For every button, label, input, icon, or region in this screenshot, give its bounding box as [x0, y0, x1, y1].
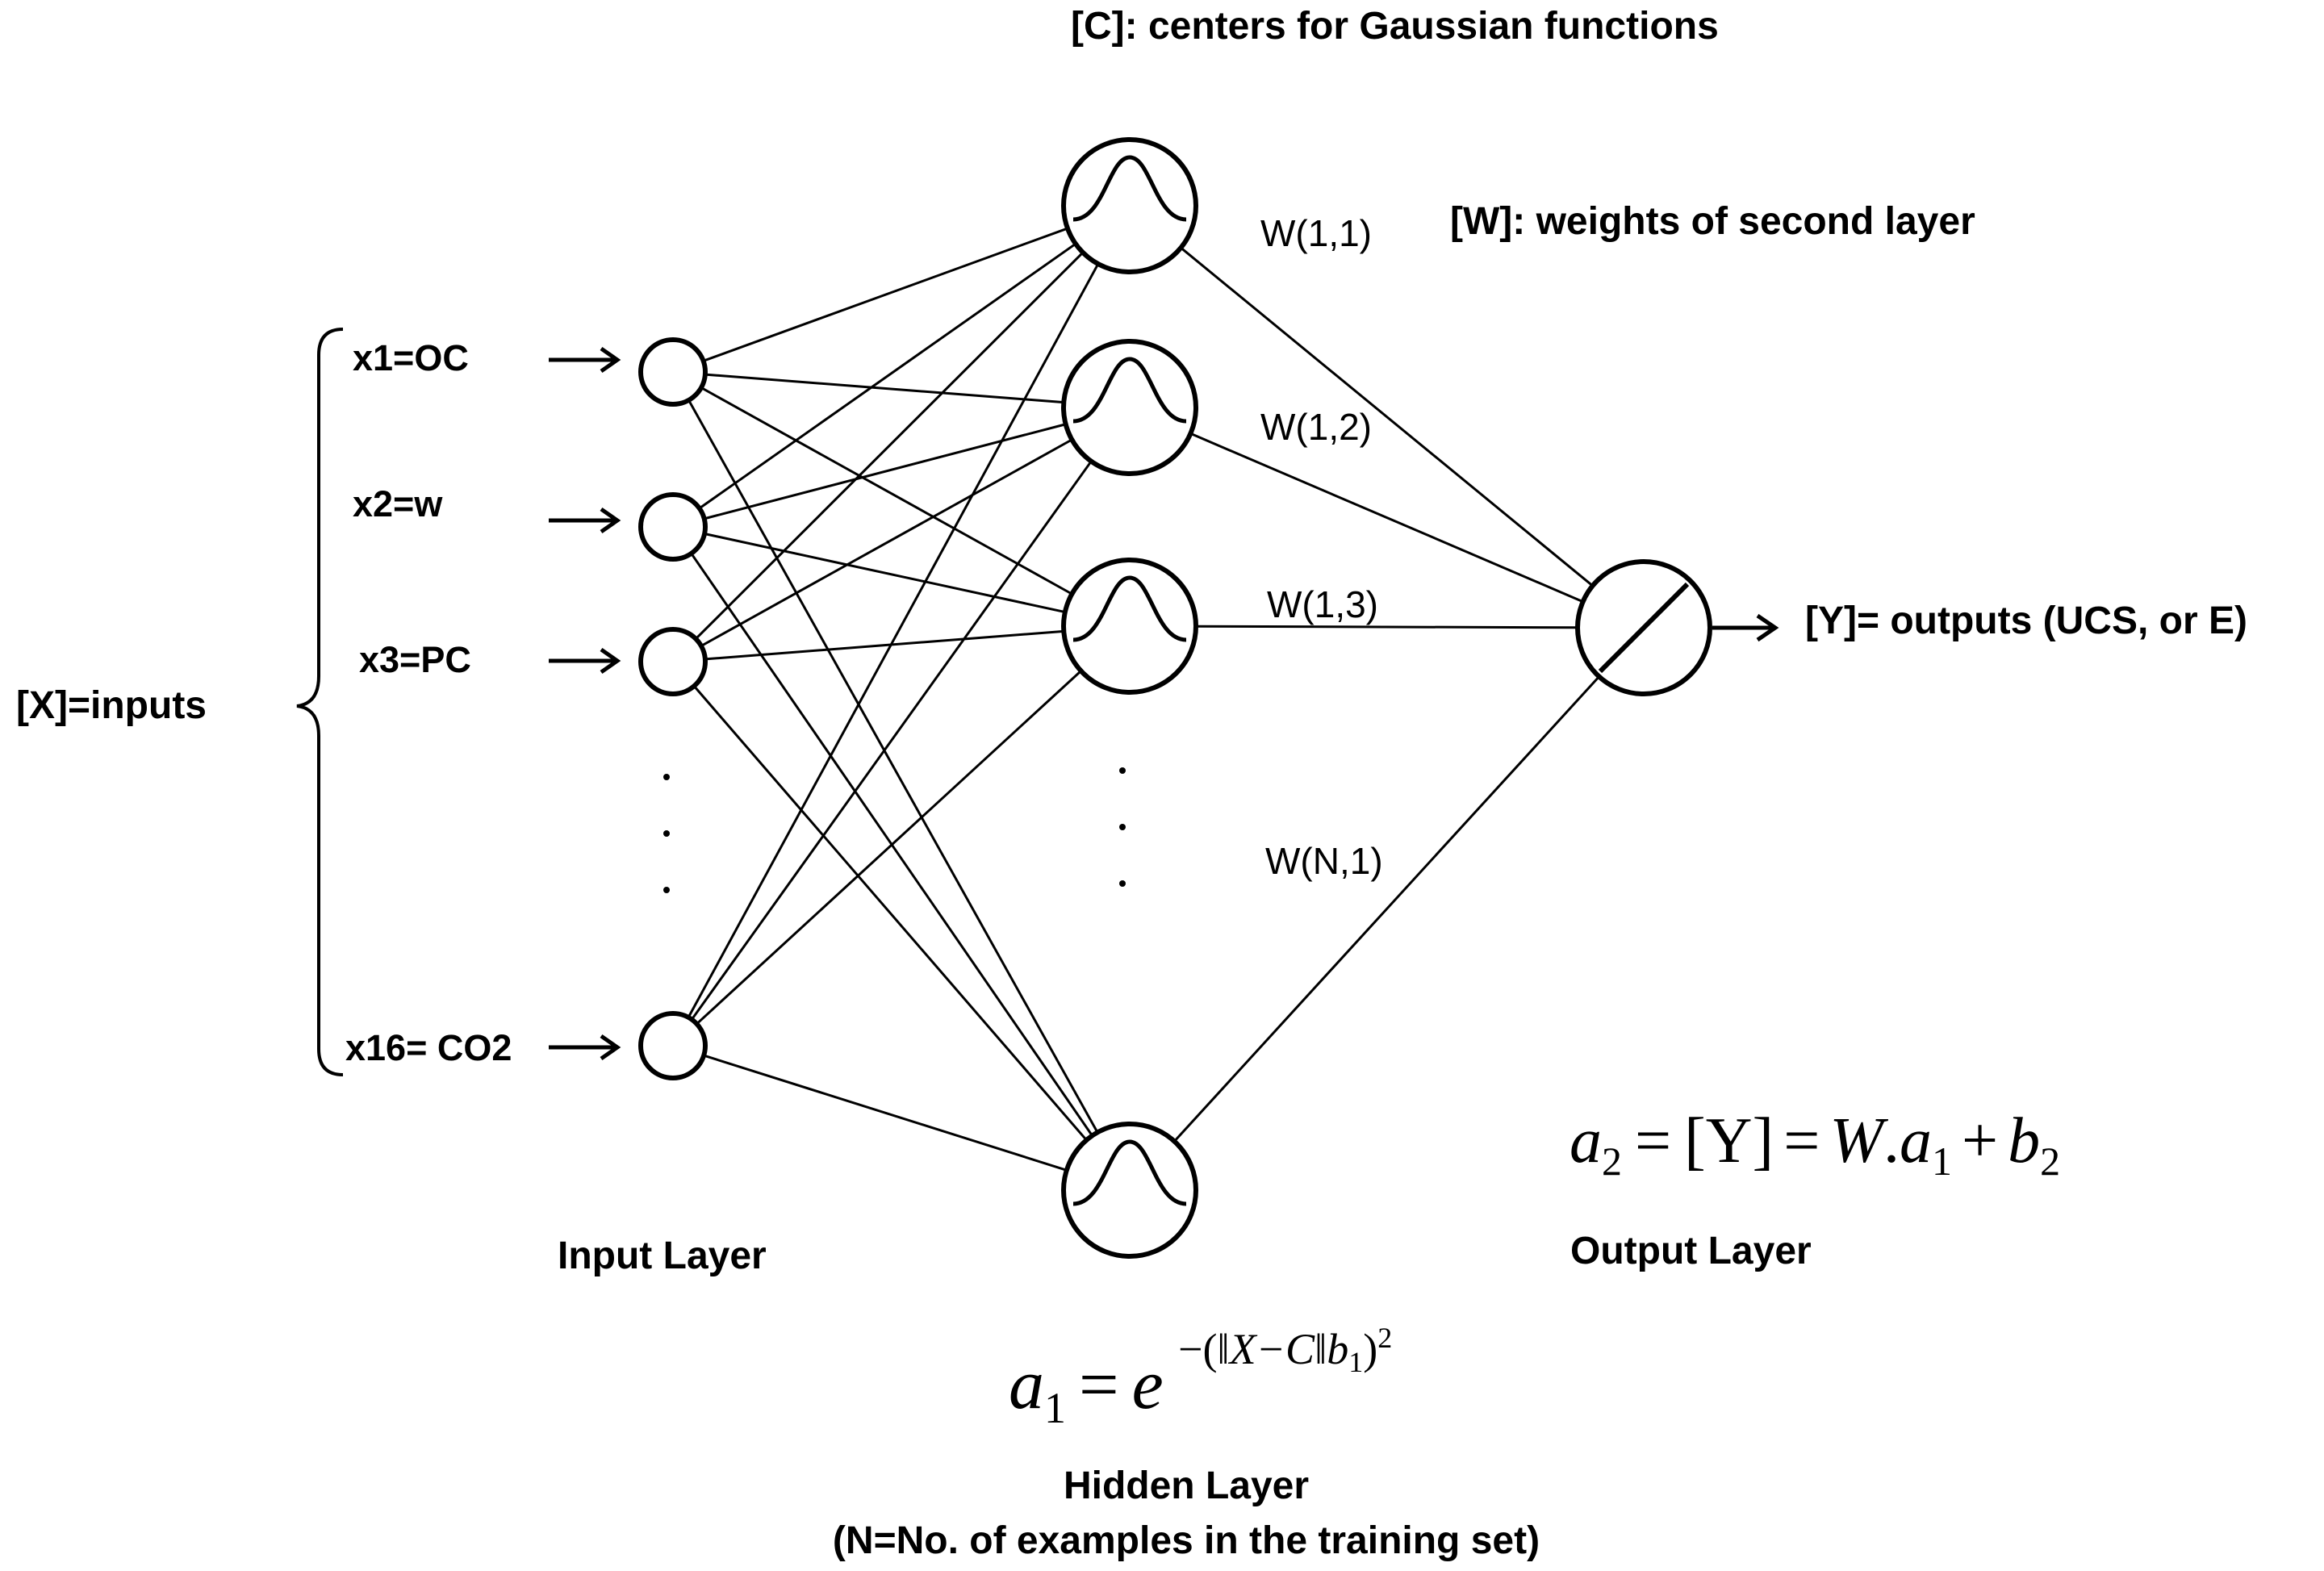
hidden-node-1 — [1061, 137, 1198, 274]
input-hidden-connection — [695, 251, 1085, 640]
hidden-node-3 — [1061, 558, 1198, 695]
inputs-group-label: [X]=inputs — [16, 684, 207, 727]
svg-text:a1=e: a1=e — [1009, 1346, 1164, 1432]
gaussian-icon — [1072, 357, 1187, 424]
svg-text:a2=[Y]=W.a1+b2: a2=[Y]=W.a1+b2 — [1570, 1105, 2060, 1184]
weight-label-1-3: W(1,3) — [1267, 583, 1378, 625]
gaussian-icon — [1072, 155, 1187, 222]
hidden-nodes — [1061, 137, 1198, 1259]
output-layer-label: Output Layer — [1570, 1230, 1812, 1272]
input-label-x2: x2=w — [353, 483, 443, 524]
hidden-layer-note: (N=No. of examples in the training set) — [833, 1519, 1540, 1562]
weights-label: [W]: weights of second layer — [1450, 200, 1975, 243]
centers-label: [C]: centers for Gaussian functions — [1071, 5, 1719, 48]
hidden-activation-equation: a1=e −(‖X−C‖b1)2 — [1009, 1322, 1392, 1432]
input-hidden-connection — [704, 533, 1066, 614]
input-arrows — [549, 346, 621, 1061]
input-arrow-x3 — [549, 647, 621, 675]
gaussian-icon — [1072, 1139, 1187, 1206]
input-brace — [296, 328, 344, 1076]
input-hidden-connection — [698, 242, 1076, 510]
hidden-output-connection — [1173, 675, 1600, 1143]
input-node-x16 — [638, 1011, 708, 1080]
linear-activation-icon — [1598, 582, 1690, 674]
input-hidden-connection — [696, 670, 1082, 1026]
input-hidden-connection — [704, 629, 1064, 661]
svg-text:−(‖X−C‖b1)2: −(‖X−C‖b1)2 — [1178, 1322, 1392, 1378]
output-node — [1575, 559, 1712, 696]
input-arrow-x1 — [549, 346, 621, 374]
input-hidden-connection — [700, 438, 1073, 647]
hidden-output-connection — [1195, 625, 1578, 629]
input-arrow-x16 — [549, 1034, 621, 1061]
input-label-x16: x16= CO2 — [345, 1027, 512, 1068]
input-hidden-connection — [703, 1054, 1068, 1172]
hidden-ellipsis — [1119, 767, 1126, 887]
input-hidden-connection — [704, 423, 1067, 520]
input-hidden-connection — [688, 399, 1099, 1134]
input-nodes — [638, 337, 708, 1080]
hidden-node-n — [1061, 1122, 1198, 1259]
weight-label-1-1: W(1,1) — [1260, 212, 1372, 254]
input-hidden-connection — [704, 373, 1064, 404]
weight-label-n-1: W(N,1) — [1265, 840, 1383, 882]
input-hidden-connection — [703, 227, 1068, 362]
hidden-node-2 — [1061, 339, 1198, 476]
hidden-layer-label: Hidden Layer — [1064, 1464, 1309, 1507]
network-connections — [687, 227, 1600, 1172]
output-arrow — [1712, 613, 1779, 642]
input-hidden-connection — [700, 386, 1073, 595]
input-layer-label: Input Layer — [558, 1235, 767, 1277]
output-equation: a2=[Y]=W.a1+b2 — [1570, 1105, 2060, 1184]
input-hidden-connection — [693, 685, 1088, 1141]
input-node-x2 — [638, 492, 708, 562]
hidden-output-connection — [1180, 246, 1594, 587]
gaussian-icon — [1072, 575, 1187, 642]
weight-label-1-2: W(1,2) — [1260, 406, 1372, 448]
input-node-x3 — [638, 627, 708, 696]
output-label: [Y]= outputs (UCS, or E) — [1805, 600, 2247, 642]
input-hidden-connection — [691, 460, 1093, 1021]
input-label-x3: x3=PC — [359, 639, 471, 680]
input-node-x1 — [638, 337, 708, 407]
input-label-x1: x1=OC — [353, 337, 469, 378]
input-ellipsis — [663, 774, 670, 893]
hidden-output-connection — [1189, 432, 1584, 604]
input-arrow-x2 — [549, 507, 621, 534]
input-hidden-connection — [687, 263, 1100, 1018]
